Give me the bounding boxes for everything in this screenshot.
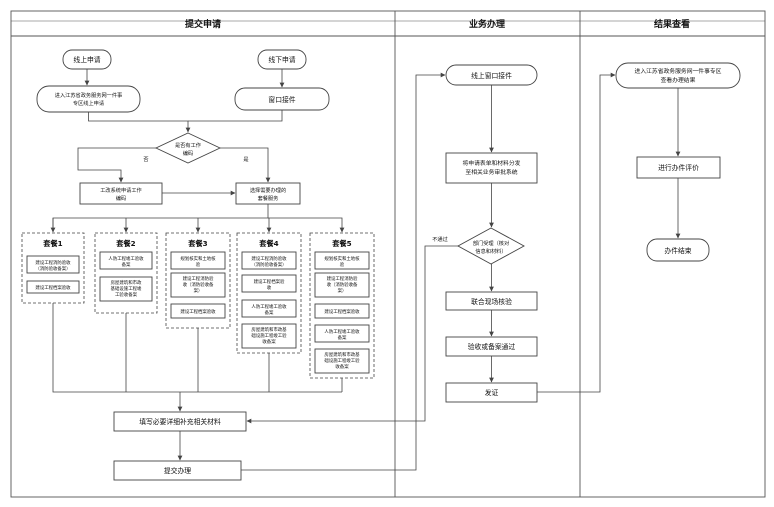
- svg-text:人防工程竣工验收: 人防工程竣工验收: [251, 303, 287, 310]
- svg-text:套餐5: 套餐5: [332, 239, 351, 248]
- svg-text:套餐3: 套餐3: [188, 239, 207, 248]
- svg-text:套餐服务: 套餐服务: [258, 194, 279, 202]
- svg-text:工改系统申请工作: 工改系统申请工作: [100, 186, 142, 194]
- package-1: 套餐1 建设工程消防验收 （消防验收备案） 建设工程档案验收: [21, 232, 85, 304]
- svg-text:验: 验: [340, 261, 345, 268]
- svg-text:工验收备案: 工验收备案: [115, 291, 138, 298]
- svg-text:建设工程消防验收: 建设工程消防验收: [251, 255, 287, 262]
- svg-text:信息和材料）: 信息和材料）: [475, 247, 506, 255]
- svg-text:进行办件评价: 进行办件评价: [658, 163, 699, 172]
- lane-title-business: 业务办理: [469, 18, 505, 30]
- svg-text:房屋建筑和市政基: 房屋建筑和市政基: [251, 326, 287, 333]
- package-2: 套餐2 人防工程竣工验收 备案 房屋建筑和市政 基础设施工程竣 工验收备案: [94, 232, 158, 314]
- svg-text:发证: 发证: [485, 388, 499, 397]
- svg-text:办件结束: 办件结束: [664, 246, 691, 255]
- node-apply-code: 工改系统申请工作 编码: [79, 182, 163, 205]
- connectors-submit-lane: [50, 69, 345, 461]
- svg-text:收（消防验收备: 收（消防验收备: [183, 281, 214, 288]
- label-no: 否: [143, 156, 148, 163]
- node-window-accept: 窗口接件: [234, 87, 330, 111]
- svg-text:填写必要详细补充相关材料: 填写必要详细补充相关材料: [139, 417, 221, 426]
- package-5: 套餐5 规划核实和土地核 验 建设工程消防验 收（消防验收备 案） 建设工程档案…: [309, 232, 375, 379]
- svg-text:案）: 案）: [338, 287, 347, 294]
- svg-text:进入江苏省政务服务网一件事专区: 进入江苏省政务服务网一件事专区: [635, 67, 722, 75]
- lane-title-result: 结果查看: [654, 18, 690, 30]
- svg-text:建设工程消防验: 建设工程消防验: [183, 275, 214, 282]
- svg-text:建设工程档案验收: 建设工程档案验收: [35, 284, 71, 291]
- svg-text:选择需要办理的: 选择需要办理的: [250, 186, 286, 194]
- svg-text:房屋建筑和市政: 房屋建筑和市政: [111, 279, 142, 286]
- svg-text:查看办理结果: 查看办理结果: [661, 76, 696, 84]
- node-enter-online: 进入江苏省政务服务网一件事 专区线上申请: [36, 85, 141, 113]
- node-dispatch: 将申请表单和材料分发 至相关业务审批系统: [445, 152, 538, 184]
- svg-text:是否有工作: 是否有工作: [175, 141, 201, 149]
- svg-text:验收或备案通过: 验收或备案通过: [468, 342, 516, 351]
- node-submit-handle: 提交办理: [113, 460, 242, 481]
- svg-text:提交办理: 提交办理: [164, 466, 191, 475]
- svg-text:备案: 备案: [122, 261, 131, 268]
- node-offline-apply: 线下申请: [257, 49, 307, 70]
- node-result-enter: 进入江苏省政务服务网一件事专区 查看办理结果: [615, 62, 741, 89]
- connectors-business-lane: [241, 72, 616, 471]
- node-evaluate: 进行办件评价: [636, 156, 721, 179]
- svg-text:部门受理（核对: 部门受理（核对: [473, 239, 509, 247]
- svg-text:至相关业务审批系统: 至相关业务审批系统: [465, 168, 517, 176]
- decision-dept-accept: 部门受理（核对 信息和材料）: [457, 227, 525, 265]
- svg-text:将申请表单和材料分发: 将申请表单和材料分发: [463, 159, 521, 167]
- svg-text:建设工程档案验: 建设工程档案验: [254, 278, 285, 285]
- svg-text:验: 验: [196, 261, 201, 268]
- node-acceptance-pass: 验收或备案通过: [445, 336, 538, 357]
- node-certificate: 发证: [445, 382, 538, 403]
- svg-text:编码: 编码: [183, 149, 193, 157]
- svg-text:收备案: 收备案: [262, 338, 276, 345]
- svg-text:建设工程消防验: 建设工程消防验: [327, 275, 358, 282]
- svg-text:基础设施工程竣: 基础设施工程竣: [111, 285, 142, 292]
- svg-text:规划核实和土地核: 规划核实和土地核: [180, 255, 216, 262]
- svg-text:线上窗口接件: 线上窗口接件: [471, 71, 512, 80]
- package-4: 套餐4 建设工程消防验收 （消防验收备案） 建设工程档案验 收 人防工程竣工验收…: [236, 232, 302, 354]
- svg-text:窗口接件: 窗口接件: [268, 95, 295, 104]
- lane-title-submit: 提交申请: [185, 18, 221, 30]
- svg-text:联合现场核验: 联合现场核验: [471, 297, 512, 306]
- node-end: 办件结束: [646, 238, 710, 262]
- svg-text:房屋建筑和市政基: 房屋建筑和市政基: [324, 351, 360, 358]
- svg-text:建设工程档案验收: 建设工程档案验收: [180, 308, 216, 315]
- node-online-apply: 线上申请: [62, 49, 112, 70]
- decision-has-code: 是否有工作 编码: [154, 132, 222, 164]
- svg-text:编码: 编码: [116, 194, 126, 202]
- node-joint-inspection: 联合现场核验: [445, 291, 538, 311]
- svg-text:收（消防验收备: 收（消防验收备: [327, 281, 358, 288]
- svg-text:备案: 备案: [338, 334, 347, 341]
- svg-text:建设工程消防验收: 建设工程消防验收: [35, 259, 71, 266]
- svg-text:套餐2: 套餐2: [116, 239, 135, 248]
- node-choose-package: 选择需要办理的 套餐服务: [235, 182, 301, 205]
- svg-text:收: 收: [267, 284, 272, 291]
- svg-text:人防工程竣工验收: 人防工程竣工验收: [324, 328, 360, 335]
- svg-text:收备案: 收备案: [335, 363, 349, 370]
- svg-text:套餐4: 套餐4: [259, 239, 278, 248]
- svg-text:规划核实和土地核: 规划核实和土地核: [324, 255, 360, 262]
- svg-text:（消防验收备案）: （消防验收备案）: [251, 261, 286, 268]
- swimlane-frame: [10, 10, 766, 498]
- svg-text:建设工程档案验收: 建设工程档案验收: [324, 308, 360, 315]
- svg-text:础设施工程竣工验: 础设施工程竣工验: [324, 357, 360, 364]
- svg-text:案）: 案）: [194, 287, 203, 294]
- label-yes: 是: [243, 156, 248, 163]
- package-3: 套餐3 规划核实和土地核 验 建设工程消防验 收（消防验收备 案） 建设工程档案…: [165, 232, 231, 329]
- svg-text:套餐1: 套餐1: [43, 239, 62, 248]
- svg-text:进入江苏省政务服务网一件事: 进入江苏省政务服务网一件事: [55, 91, 122, 99]
- svg-text:专区线上申请: 专区线上申请: [73, 99, 104, 107]
- node-fill-materials: 填写必要详细补充相关材料: [113, 411, 247, 432]
- svg-text:线上申请: 线上申请: [73, 55, 100, 64]
- svg-text:线下申请: 线下申请: [268, 55, 295, 64]
- svg-text:备案: 备案: [265, 309, 274, 316]
- svg-text:人防工程竣工验收: 人防工程竣工验收: [108, 255, 144, 262]
- label-not-pass: 不通过: [432, 235, 448, 243]
- svg-text:（消防验收备案）: （消防验收备案）: [35, 265, 70, 272]
- node-online-window: 线上窗口接件: [445, 64, 538, 86]
- svg-text:础设施工程竣工验: 础设施工程竣工验: [251, 332, 287, 339]
